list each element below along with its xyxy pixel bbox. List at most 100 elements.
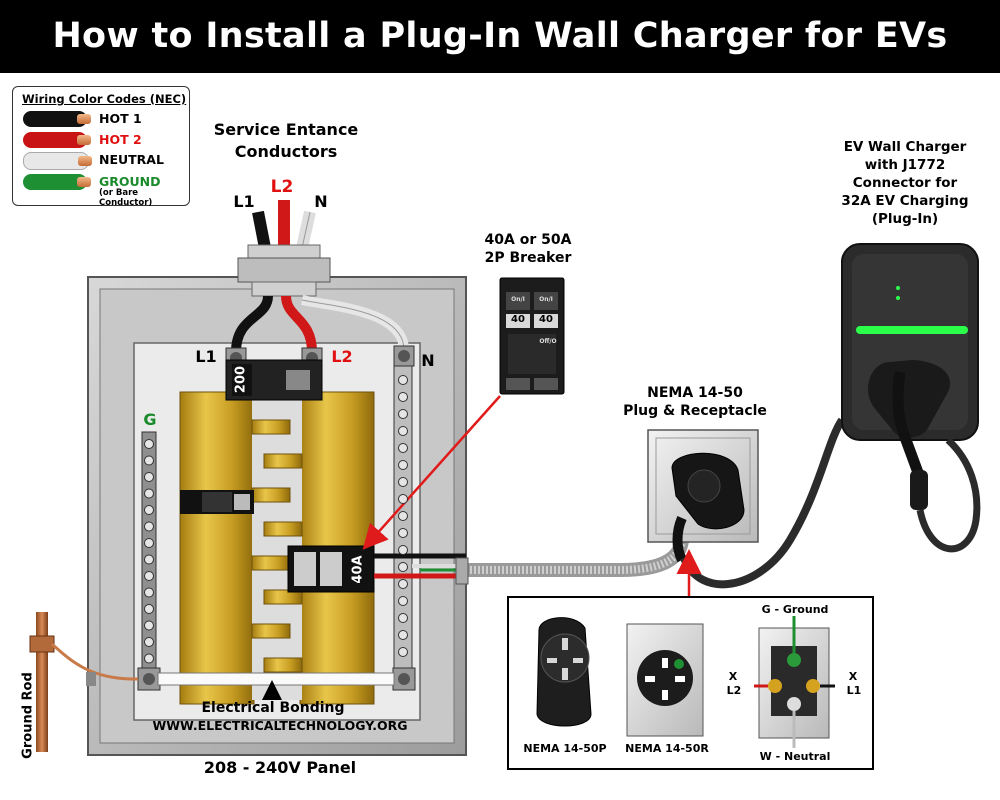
ground-bar-screw [144, 521, 154, 532]
panel-label-l1: L1 [195, 347, 217, 366]
ground-bar-screw [144, 488, 154, 499]
neutral-bar-screw [398, 409, 408, 419]
nema-detail-drawing [536, 616, 835, 748]
ground-bar-screw [144, 604, 154, 614]
ground-bar-screw [144, 472, 154, 482]
main-breaker-rating: 200 [233, 365, 249, 394]
ground-bar-screw [144, 653, 154, 664]
ground-rod [29, 612, 139, 752]
neutral-bar-screw [398, 562, 408, 572]
neutral-bar-screw [398, 630, 408, 640]
title-bar [0, 0, 1000, 73]
ground-bar-screw [144, 505, 154, 515]
branch-breaker [287, 545, 375, 593]
neutral-bar-screw [398, 511, 408, 521]
inset-label-x-left: X [728, 670, 738, 683]
breaker-product-onoff-right: On/I [539, 296, 553, 303]
charger-label-line3: Connector for [852, 175, 958, 191]
charger-label-line5: (Plug-In) [871, 211, 939, 227]
legend-label-hot2: HOT 2 [99, 132, 142, 147]
breaker-product-onoff-left: On/I [511, 296, 525, 303]
ground-rod-label: Ground Rod [20, 672, 36, 759]
inset-label-receptacle: NEMA 14-50R [625, 742, 709, 755]
neutral-bar-screw [398, 477, 408, 487]
legend-ground-note: (or Bare Conductor) [99, 188, 153, 208]
ground-bar-screw [144, 554, 154, 565]
nema-14-50r-receptacle [626, 623, 704, 737]
bonding-strap [157, 672, 395, 700]
neutral-bar-screw [398, 545, 408, 555]
nema-detail-inset: NEMA 14-50P NEMA 14-50R G - Ground W - N… [507, 596, 874, 770]
ground-bar-screw [144, 571, 154, 581]
wiring-color-legend: Wiring Color Codes (NEC) HOT 1 HOT 2 NEU… [12, 86, 190, 208]
breaker-label-line1: 40A or 50A [484, 232, 572, 248]
charger-supply-cable [680, 417, 846, 589]
legend-label-hot1: HOT 1 [99, 111, 142, 126]
ground-bar-screw [144, 587, 154, 598]
branch-breaker-rating: 40A [350, 555, 366, 584]
receptacle-assembly [647, 429, 759, 563]
breaker-label-line2: 2P Breaker [484, 250, 572, 266]
neutral-bar-screw [398, 528, 408, 538]
neutral-bar-screw [398, 460, 408, 470]
ground-bar-screw [144, 455, 154, 466]
neutral-bar-screw [398, 375, 408, 385]
inset-label-l1: L1 [846, 684, 862, 697]
service-label-n: N [314, 192, 328, 211]
receptacle-label-line2: Plug & Receptacle [623, 403, 767, 419]
legend-wire-neutral [23, 152, 92, 170]
receptacle-back-wiring [754, 616, 835, 748]
bonding-label: Electrical Bonding [201, 700, 345, 716]
ground-bar-screw [144, 620, 154, 631]
bar-screws [144, 375, 408, 664]
inset-label-l2: L2 [726, 684, 742, 697]
legend-wire-hot2 [23, 132, 91, 148]
panel-label-l2: L2 [331, 347, 353, 366]
neutral-bar-screw [398, 613, 408, 623]
inset-label-neutral: W - Neutral [759, 750, 831, 763]
website-label: WWW.ELECTRICALTECHNOLOGY.ORG [152, 718, 408, 733]
ev-charger [841, 243, 981, 553]
existing-breaker [180, 490, 254, 514]
inset-label-plug: NEMA 14-50P [523, 742, 607, 755]
neutral-bar-screw [398, 647, 408, 657]
breaker-product-off: Off/O [539, 338, 557, 345]
page-title: How to Install a Plug-In Wall Charger fo… [52, 16, 948, 56]
breaker-product-rating-right: 40 [539, 314, 553, 325]
neutral-bar-screw [398, 579, 408, 589]
service-heading-line2: Conductors [234, 142, 338, 161]
ground-bar-screw [144, 637, 154, 647]
legend-wire-hot1 [23, 111, 91, 127]
neutral-bar-screw [398, 596, 408, 606]
panel-label-g: G [143, 410, 157, 429]
service-label-l1: L1 [233, 192, 255, 211]
breaker-product [499, 277, 565, 395]
service-entrance-wires [231, 200, 409, 353]
main-breaker [225, 359, 323, 401]
receptacle-label-line1: NEMA 14-50 [647, 385, 743, 401]
neutral-bar-screw [398, 494, 408, 504]
neutral-bar-screw [398, 392, 408, 402]
breaker-pointer-arrow [362, 395, 501, 550]
inset-label-ground: G - Ground [761, 603, 829, 616]
nema-14-50p-plug [536, 617, 592, 727]
charger-label-line4: 32A EV Charging [841, 193, 969, 209]
ground-bar-screw [144, 439, 154, 449]
legend-label-ground: GROUND [99, 174, 161, 189]
inset-label-x-right: X [848, 670, 858, 683]
legend-title: Wiring Color Codes (NEC) [22, 92, 187, 106]
charger-label-line2: with J1772 [864, 157, 946, 173]
legend-label-neutral: NEUTRAL [99, 152, 164, 167]
ground-bar-screw [144, 538, 154, 548]
panel-label-n: N [421, 351, 435, 370]
service-heading-line1: Service Entance [213, 120, 359, 139]
charger-label-line1: EV Wall Charger [843, 139, 967, 155]
breaker-product-rating-left: 40 [511, 314, 525, 325]
service-label-l2: L2 [270, 177, 294, 197]
conduit [455, 538, 689, 585]
panel-caption: 208 - 240V Panel [203, 758, 357, 777]
legend-wire-ground [23, 174, 91, 190]
neutral-bar-screw [398, 443, 408, 453]
neutral-bar-screw [398, 426, 408, 436]
